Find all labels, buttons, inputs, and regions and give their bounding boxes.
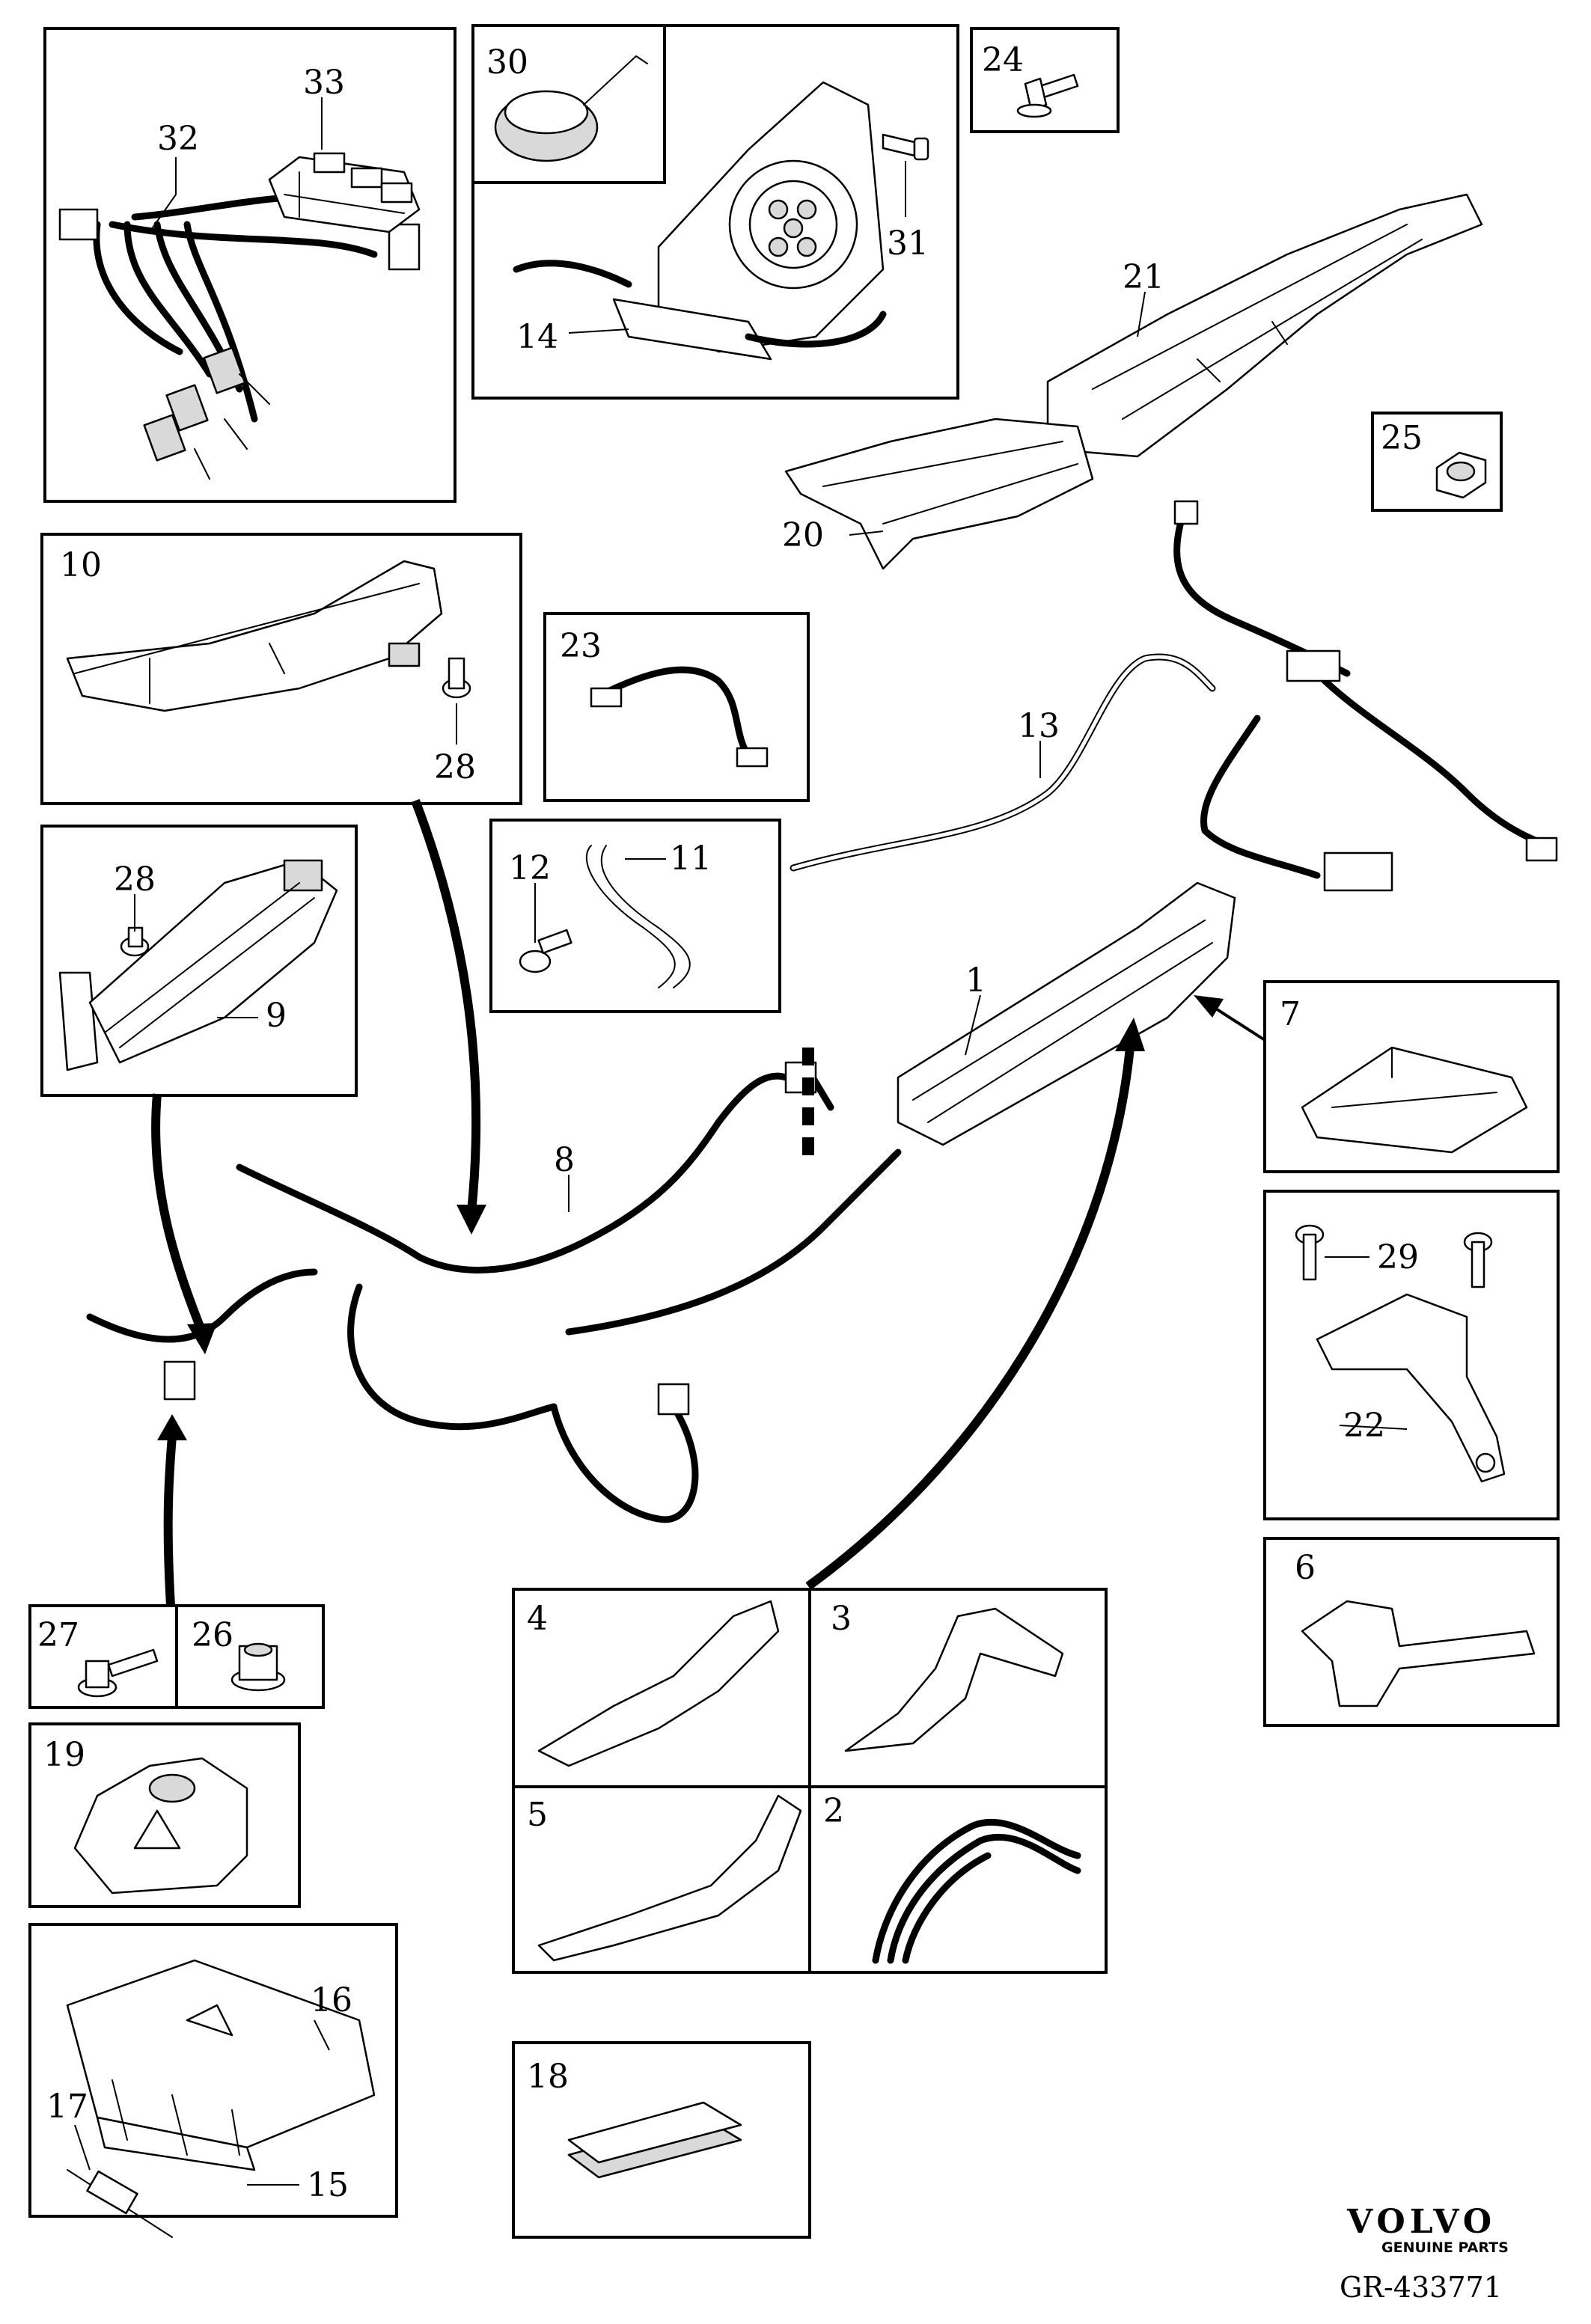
brand-tagline: GENUINE PARTS	[1381, 2239, 1509, 2256]
panel-7: 7	[1263, 980, 1560, 1173]
junction-box-16[interactable]	[66, 1959, 376, 2171]
bolt-29[interactable]	[1295, 1224, 1493, 1288]
panel-32-33: 32 33	[43, 27, 456, 503]
bolt-28-top[interactable]	[442, 657, 471, 699]
heat-shield-21[interactable]	[1046, 193, 1483, 458]
callout-22: 22	[1343, 1407, 1385, 1445]
diagram-reference: GR-433771	[1340, 2271, 1502, 2304]
bolt-12[interactable]	[519, 929, 572, 973]
bracket-11[interactable]	[585, 845, 691, 988]
panel-22-29: 29 22	[1263, 1190, 1560, 1520]
callout-9: 9	[266, 997, 287, 1035]
bolt-27[interactable]	[77, 1648, 159, 1698]
bracket-6[interactable]	[1301, 1600, 1536, 1707]
callout-28-b: 28	[114, 860, 156, 899]
cable-13[interactable]	[790, 653, 1216, 872]
panel-19: 19	[28, 1722, 301, 1908]
cover-10[interactable]	[66, 560, 443, 712]
bracket-7[interactable]	[1301, 1046, 1528, 1154]
panel-10-28: 10 28	[40, 533, 522, 805]
callout-12: 12	[509, 849, 551, 887]
panel-9-28: 28 9	[40, 825, 358, 1097]
callout-28-a: 28	[434, 748, 476, 786]
panel-6: 6	[1263, 1537, 1560, 1727]
panel-2-3-4-5: 4 3 5 2	[512, 1588, 1108, 1974]
callout-30: 30	[486, 43, 528, 82]
panel-11-12: 11 12	[489, 819, 781, 1013]
pad-18[interactable]	[567, 2101, 742, 2179]
callout-8: 8	[554, 1141, 575, 1179]
arrow-27-to-harness	[163, 1436, 177, 1606]
harness-8[interactable]	[86, 1061, 902, 1523]
heat-shield-20[interactable]	[784, 418, 1094, 570]
callout-20: 20	[782, 516, 824, 554]
callout-23: 23	[560, 627, 602, 665]
panel-23: 23	[543, 612, 810, 802]
callout-5: 5	[527, 1796, 548, 1834]
cover-19[interactable]	[73, 1757, 248, 1895]
arrow-panels-to-channel	[805, 1047, 1135, 1590]
charging-inlet-14[interactable]	[513, 81, 887, 361]
arrow-7-to-channel	[1211, 1005, 1266, 1042]
callout-2: 2	[823, 1792, 844, 1830]
arrow-10-to-harness	[411, 798, 481, 1213]
callout-4: 4	[527, 1600, 548, 1638]
callout-25: 25	[1381, 419, 1423, 457]
callout-33: 33	[303, 64, 345, 102]
callout-1: 1	[965, 961, 986, 1000]
panel-15-16-17: 16 15 17	[28, 1923, 398, 2238]
callout-26: 26	[192, 1616, 233, 1654]
panel-25: 25	[1371, 412, 1503, 512]
nut-26[interactable]	[230, 1642, 286, 1692]
bracket-22[interactable]	[1316, 1293, 1506, 1483]
bolt-31[interactable]	[882, 133, 929, 161]
callout-27: 27	[37, 1616, 79, 1654]
callout-32: 32	[157, 120, 199, 158]
panel-24: 24	[970, 27, 1120, 133]
panel-18: 18	[512, 2041, 811, 2239]
callout-19: 19	[43, 1736, 85, 1774]
arrow-9-to-harness	[151, 1093, 207, 1334]
callout-17: 17	[46, 2088, 88, 2126]
callout-16: 16	[311, 1981, 352, 2019]
brand-block: VOLVO GENUINE PARTS GR-433771	[1340, 2203, 1509, 2304]
inlet-cover-30[interactable]	[494, 55, 648, 162]
nut-25[interactable]	[1435, 451, 1487, 499]
bracket-9[interactable]	[58, 859, 338, 1071]
callout-18: 18	[527, 2058, 569, 2096]
callout-6: 6	[1295, 1549, 1316, 1587]
harness-2[interactable]	[872, 1818, 1081, 1964]
fuse-17[interactable]	[67, 2169, 173, 2238]
callout-3: 3	[831, 1600, 852, 1638]
panel-14-30-31: 30 31 14	[471, 24, 959, 400]
harness-rear[interactable]	[1173, 500, 1558, 892]
callout-13: 13	[1018, 707, 1060, 745]
cover-4[interactable]	[537, 1600, 780, 1767]
bolt-28-bottom[interactable]	[120, 926, 150, 957]
callout-29: 29	[1377, 1238, 1419, 1276]
cable-channel-1[interactable]	[897, 881, 1236, 1146]
callout-10: 10	[60, 546, 102, 584]
pointer-arrows	[151, 798, 1266, 1606]
bolt-24[interactable]	[1016, 73, 1079, 118]
callout-15: 15	[307, 2166, 349, 2204]
panel-26-27: 27 26	[28, 1604, 325, 1709]
brand-logo: VOLVO	[1346, 2203, 1496, 2241]
cover-5[interactable]	[537, 1794, 802, 1962]
cover-3[interactable]	[844, 1607, 1064, 1752]
junction-block-33[interactable]	[268, 152, 421, 233]
callout-14: 14	[516, 318, 558, 356]
callout-7: 7	[1280, 995, 1301, 1033]
harness-23[interactable]	[590, 666, 769, 768]
callout-21: 21	[1123, 258, 1164, 296]
callout-24: 24	[982, 41, 1024, 79]
callout-31: 31	[887, 224, 929, 263]
callout-11: 11	[670, 840, 712, 878]
